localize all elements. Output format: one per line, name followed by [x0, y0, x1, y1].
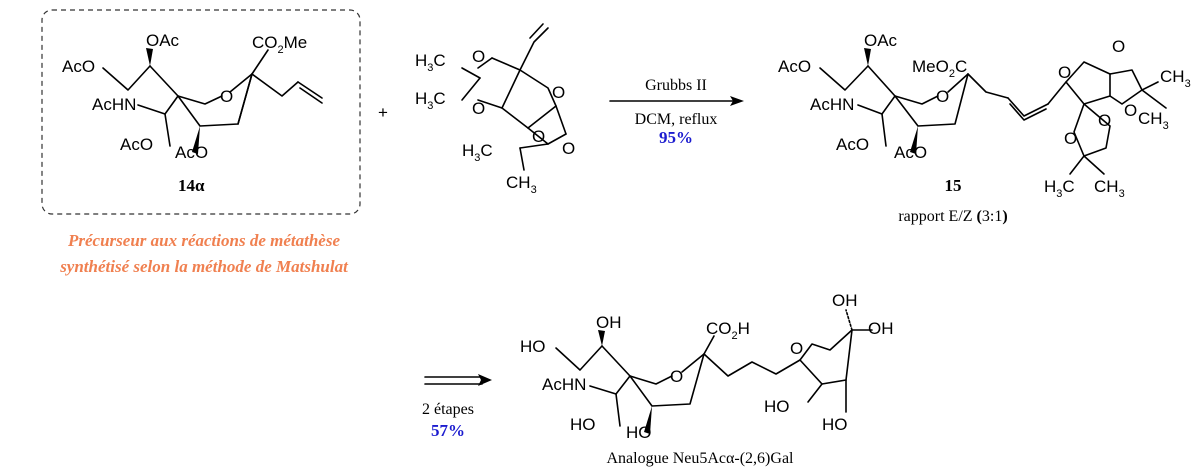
atom-15-aco-bottom-left: AcO — [836, 135, 869, 154]
atom-achn: AcHN — [92, 95, 136, 114]
plus-sign: + — [378, 103, 388, 122]
reaction-arrow-step1: Grubbs II DCM, reflux 95% — [609, 77, 744, 147]
atom-reagent-o1: O — [472, 47, 485, 66]
atom-15-aco-bottom-right: AcO — [894, 143, 927, 162]
dashed-box — [41, 9, 361, 215]
compound-15-label: 15 — [945, 176, 962, 195]
conditions-label: DCM, reflux — [635, 111, 718, 128]
atom-ring-o: O — [220, 87, 233, 106]
atom-aco-bottom-left: AcO — [120, 135, 153, 154]
atom-reagent-o4: O — [532, 127, 545, 146]
atom-p-co2h: CO2H — [706, 319, 750, 342]
reagent-galactose-acetonide: H3C H3C O O O O O H3C CH3 — [415, 23, 575, 196]
atom-p-ring-o: O — [670, 367, 683, 386]
atom-p-ho-gal-bottom: HO — [822, 415, 848, 434]
compound-15: AcO OAc MeO2C O AcHN AcO AcO O O O O O C… — [778, 31, 1191, 225]
reaction-arrow-step2: 2 étapes 57% — [422, 374, 492, 440]
atom-reagent-o5: O — [562, 139, 575, 158]
atom-p-ho-bottom-left: HO — [570, 415, 596, 434]
atom-15-gal-o4: O — [1064, 129, 1077, 148]
reagent-bonds — [461, 23, 567, 171]
atom-15-gal-o3: O — [1124, 101, 1137, 120]
atom-15-gal-o5: O — [1098, 111, 1111, 130]
atom-oac-top: OAc — [146, 31, 180, 50]
atom-15-ch3-right: CH3 — [1160, 67, 1191, 90]
compound-15-bonds — [819, 48, 1167, 175]
atom-15-gal-o1: O — [1058, 63, 1071, 82]
atom-ch3-bottom: CH3 — [506, 173, 537, 196]
atom-p-gal-o: O — [790, 339, 803, 358]
compound-15-ratio: rapport E/Z (3:1) — [898, 208, 1007, 225]
atom-h3c-mid: H3C — [415, 89, 446, 112]
compound-14a-label: 14α — [178, 176, 205, 195]
atom-p-oh-top: OH — [596, 313, 622, 332]
product-name: Analogue Neu5Acα-(2,6)Gal — [607, 450, 795, 467]
yield-step1: 95% — [659, 128, 693, 147]
yield-step2: 57% — [431, 421, 465, 440]
atom-p-ho-gal-left: HO — [764, 397, 790, 416]
atom-15-gal-o2: O — [1112, 37, 1125, 56]
catalyst-label: Grubbs II — [645, 77, 707, 94]
steps-label: 2 étapes — [422, 401, 474, 418]
precursor-note-line1: Précurseur aux réactions de métathèse — [67, 231, 340, 250]
precursor-note-line2: synthétisé selon la méthode de Matshulat — [59, 257, 349, 276]
compound-14a: AcO OAc CO2Me O AcHN AcO AcO 14α — [41, 9, 361, 215]
atom-p-ho-bottom-right: HO — [626, 423, 652, 442]
atom-aco-left: AcO — [62, 57, 95, 76]
atom-h3c-low: H3C — [462, 141, 493, 164]
atom-co2me: CO2Me — [252, 33, 307, 56]
atom-p-ho-left: HO — [520, 337, 546, 356]
atom-15-ch3-bottom: CH3 — [1094, 177, 1125, 200]
atom-15-ch3-right-low: CH3 — [1138, 109, 1169, 132]
atom-p-achn: AcHN — [542, 375, 586, 394]
atom-15-ring-o: O — [936, 87, 949, 106]
atom-p-oh-right: OH — [868, 319, 894, 338]
atom-15-meo2c: MeO2C — [912, 57, 967, 80]
atom-reagent-o2: O — [472, 99, 485, 118]
atom-reagent-o3: O — [552, 83, 565, 102]
atom-p-oh-anomeric: OH — [832, 291, 858, 310]
final-product: HO OH CO2H O AcHN HO HO O OH OH HO HO An… — [520, 291, 894, 467]
product-bonds — [555, 309, 873, 434]
atom-15-aco-left: AcO — [778, 57, 811, 76]
compound-14a-bonds — [102, 48, 323, 154]
atom-15-oac-top: OAc — [864, 31, 898, 50]
atom-15-achn: AcHN — [810, 95, 854, 114]
atom-aco-bottom-right: AcO — [175, 143, 208, 162]
atom-15-h3c-bottom: H3C — [1044, 177, 1075, 200]
atom-h3c-top: H3C — [415, 51, 446, 74]
